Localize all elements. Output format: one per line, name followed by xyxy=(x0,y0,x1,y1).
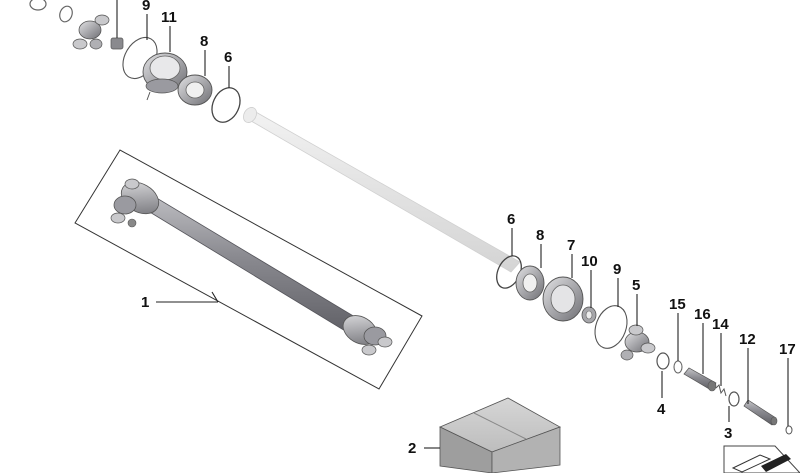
universal-joint-5 xyxy=(620,324,656,361)
pin-16 xyxy=(683,367,717,392)
leader-lines xyxy=(116,0,789,449)
small-ring-17 xyxy=(785,425,793,435)
callout-14: 14 xyxy=(712,316,729,333)
callout-5: 5 xyxy=(632,277,640,294)
callout-7: 7 xyxy=(567,237,575,254)
callout-8-top: 8 xyxy=(200,33,208,50)
right-bearing-8 xyxy=(515,265,545,301)
callout-13: 13 xyxy=(108,0,125,2)
callout-12: 12 xyxy=(739,331,756,348)
callout-11: 11 xyxy=(161,9,177,26)
top-left-rings xyxy=(29,0,73,23)
ring-3 xyxy=(728,391,740,407)
callout-3: 3 xyxy=(724,425,732,442)
callout-labels: 1 2 3 4 5 6 6 7 8 8 9 9 10 11 12 13 14 1… xyxy=(108,0,796,457)
drive-shaft-assembly xyxy=(110,178,393,356)
callout-9-right: 9 xyxy=(613,261,621,278)
small-bushing-top xyxy=(110,37,124,50)
top-snap-ring-6 xyxy=(211,87,241,123)
parts-box xyxy=(439,397,561,473)
ring-4 xyxy=(656,352,670,370)
callout-17: 17 xyxy=(779,341,796,358)
corner-symbol-box xyxy=(723,445,800,473)
bushing-10 xyxy=(581,306,597,324)
spring-14 xyxy=(715,384,727,397)
top-universal-joint xyxy=(72,14,110,50)
callout-6-top: 6 xyxy=(224,49,232,66)
callout-9-top: 9 xyxy=(142,0,150,14)
callout-15: 15 xyxy=(669,296,686,313)
ghost-shaft xyxy=(243,107,521,273)
callout-16: 16 xyxy=(694,306,711,323)
callout-6-right: 6 xyxy=(507,211,515,228)
bolt-12 xyxy=(743,399,778,426)
callout-2: 2 xyxy=(408,440,416,457)
top-boot-11 xyxy=(142,52,188,101)
callout-10: 10 xyxy=(581,253,598,270)
shaft-assembly-frame xyxy=(74,149,423,390)
washer-15 xyxy=(673,360,683,374)
callout-4: 4 xyxy=(657,401,666,418)
right-boot-7 xyxy=(542,276,584,322)
callout-8-right: 8 xyxy=(536,227,544,244)
callout-1: 1 xyxy=(141,294,149,311)
top-bearing-8 xyxy=(177,74,213,106)
